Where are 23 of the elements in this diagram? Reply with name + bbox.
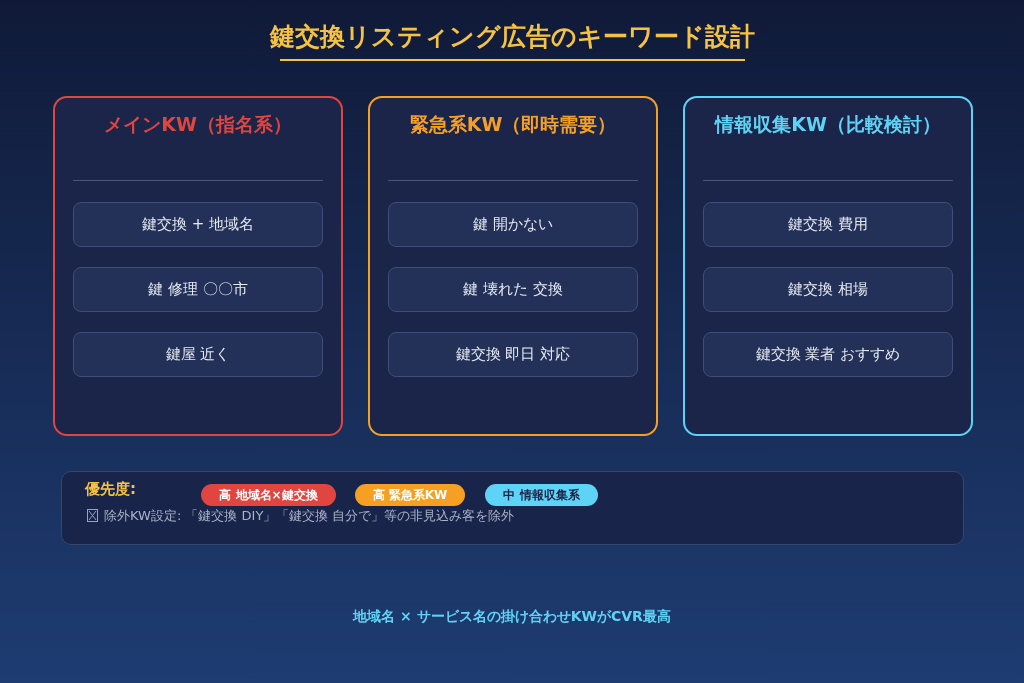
- keyword-box: 鍵交換 相場: [703, 267, 953, 312]
- category-card: [683, 96, 973, 436]
- priority-badge: 高 緊急系KW: [355, 484, 465, 506]
- exclusion-note: 除外KW設定: 「鍵交換 DIY」「鍵交換 自分で」等の非見込み客を除外: [104, 507, 515, 525]
- card-heading: 情報収集KW（比較検討）: [713, 112, 942, 137]
- keyword-box: 鍵 修理 〇〇市: [73, 267, 323, 312]
- keyword-box: 鍵 開かない: [388, 202, 638, 247]
- category-card: [53, 96, 343, 436]
- card-heading: 緊急系KW（即時需要）: [408, 112, 618, 137]
- keyword-box: 鍵交換 + 地域名: [73, 202, 323, 247]
- keyword-box: 鍵屋 近く: [73, 332, 323, 377]
- footer-note: 地域名 × サービス名の掛け合わせKWがCVR最高: [351, 608, 672, 626]
- keyword-box: 鍵交換 業者 おすすめ: [703, 332, 953, 377]
- keyword-box: 鍵交換 費用: [703, 202, 953, 247]
- priority-badge: 高 地域名×鍵交換: [201, 484, 336, 506]
- priority-label: 優先度:: [85, 480, 136, 499]
- title: 鍵交換リスティング広告のキーワード設計: [268, 21, 756, 53]
- category-card: [368, 96, 658, 436]
- keyword-box: 鍵 壊れた 交換: [388, 267, 638, 312]
- keyword-box: 鍵交換 即日 対応: [388, 332, 638, 377]
- priority-panel: [61, 471, 964, 545]
- card-heading: メインKW（指名系）: [103, 112, 293, 137]
- priority-badge: 中 情報収集系: [485, 484, 598, 506]
